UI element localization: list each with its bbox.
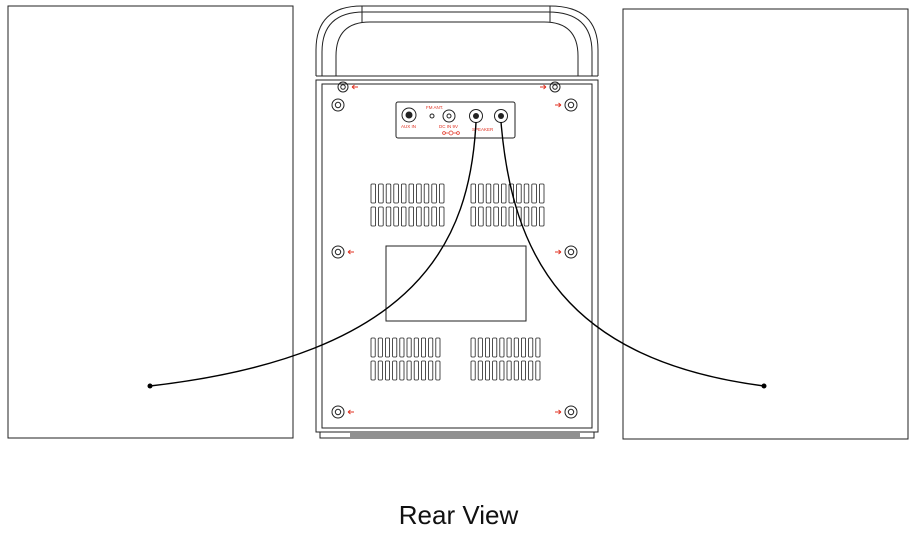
vent-grille xyxy=(470,183,545,227)
aux-in-jack xyxy=(401,107,417,123)
main-unit xyxy=(315,5,599,439)
vent-grille xyxy=(470,337,541,381)
diagram-caption: Rear View xyxy=(398,500,519,530)
label-panel xyxy=(385,245,527,322)
vent-grille xyxy=(370,337,441,381)
mounting-screws xyxy=(331,81,578,419)
arrow-icon xyxy=(347,409,354,415)
right-speaker-box xyxy=(622,8,909,440)
dc-polarity-icon xyxy=(442,130,460,136)
right-cable-end xyxy=(761,383,767,389)
right-speaker-cable xyxy=(500,121,765,387)
aux-in-label: AUX IN xyxy=(401,124,416,129)
screw-icon xyxy=(564,405,578,419)
arrow-icon xyxy=(555,102,562,108)
dc-in-jack xyxy=(442,109,456,123)
left-cable-end xyxy=(147,383,153,389)
fm-ant-jack xyxy=(429,113,435,119)
arrow-icon xyxy=(555,409,562,415)
left-speaker-cable xyxy=(149,121,477,387)
screw-icon xyxy=(331,405,345,419)
arrow-icon xyxy=(555,249,562,255)
screw-icon xyxy=(331,98,345,112)
screw-icon xyxy=(331,245,345,259)
left-speaker-box xyxy=(7,5,294,439)
dc-in-label: DC IN 9V xyxy=(439,124,458,129)
speaker-label: SPEAKER xyxy=(472,127,494,132)
vent-grilles xyxy=(370,183,545,381)
arrow-icon xyxy=(347,249,354,255)
screw-icon xyxy=(564,245,578,259)
arrow-icon xyxy=(540,84,547,90)
screw-icon xyxy=(549,81,561,93)
connector-panel xyxy=(395,101,516,139)
screw-icon xyxy=(337,81,349,93)
arrow-icon xyxy=(351,84,358,90)
fm-ant-label: FM ANT. xyxy=(426,105,443,110)
vent-grille xyxy=(370,183,445,227)
screw-icon xyxy=(564,98,578,112)
